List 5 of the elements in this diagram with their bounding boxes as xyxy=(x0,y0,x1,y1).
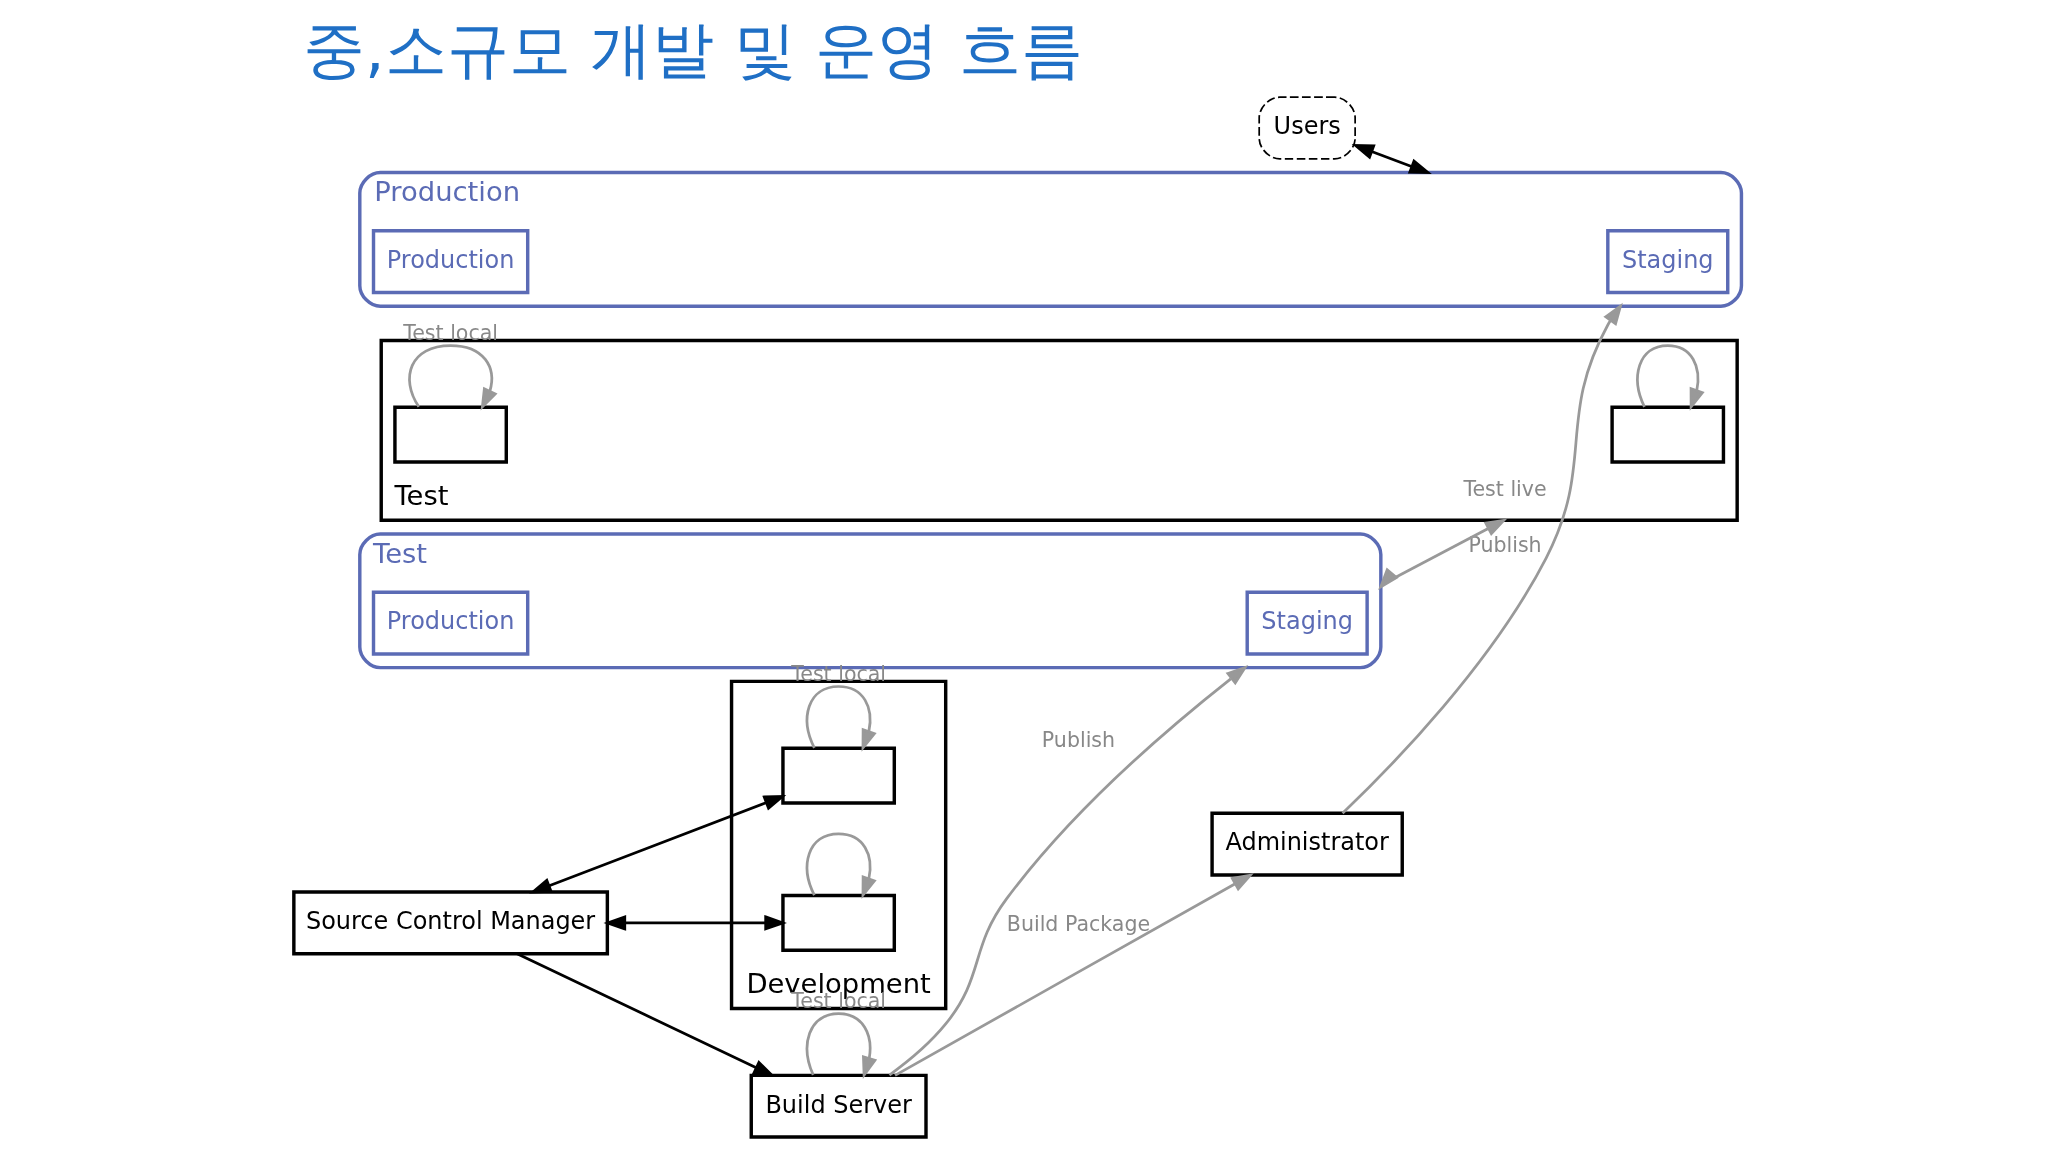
edge-label: Build Package xyxy=(1006,911,1150,936)
edge-label: Publish xyxy=(1041,728,1115,753)
edge-label: Publish xyxy=(1467,533,1542,558)
edge-label: Test live xyxy=(1462,476,1547,501)
diagram-title: 중,소규모 개발 및 운영 흐름 xyxy=(302,14,1083,87)
